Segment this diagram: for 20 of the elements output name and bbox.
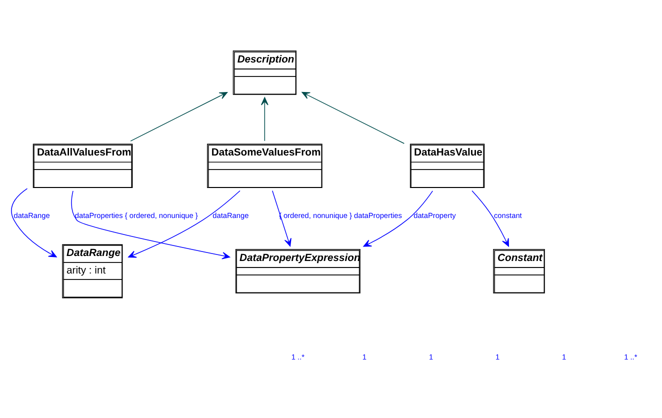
edge-label: dataProperty xyxy=(414,210,456,220)
arrow xyxy=(71,190,230,259)
arrow xyxy=(272,190,292,246)
label: 1 xyxy=(562,352,566,362)
arrow xyxy=(260,96,268,141)
edge-label: constant xyxy=(494,210,522,220)
arrow xyxy=(130,91,228,141)
label: 1 ..* xyxy=(291,352,305,362)
edge-label: dataRange xyxy=(14,210,50,220)
label: 1 xyxy=(428,352,434,362)
arrow xyxy=(302,91,405,144)
label: 1 xyxy=(362,352,367,362)
arrow xyxy=(472,190,509,246)
label: 1 xyxy=(496,352,500,362)
arrow xyxy=(128,190,240,258)
edge-label: dataRange xyxy=(212,210,249,220)
arrow xyxy=(11,188,57,257)
arrow xyxy=(363,190,434,246)
edge-label: dataProperties { ordered, nonunique } xyxy=(74,210,198,220)
label: 1 ..* xyxy=(624,352,638,362)
